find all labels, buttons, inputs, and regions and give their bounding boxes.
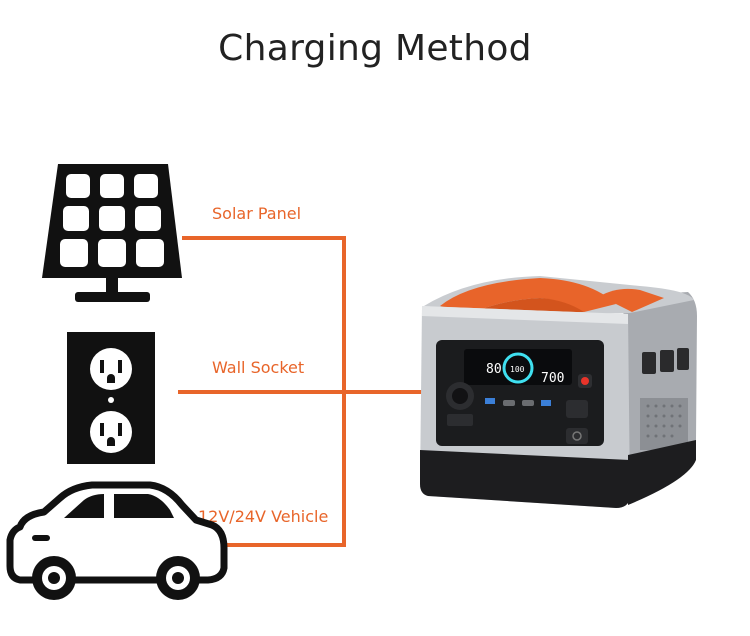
display-center-value: 100 xyxy=(510,365,525,374)
vehicle-label: 12V/24V Vehicle xyxy=(198,507,329,526)
display-left-value: 80 xyxy=(486,362,502,377)
vehicle-connector xyxy=(226,392,346,547)
solar-panel-icon xyxy=(42,164,182,302)
wall-socket-label: Wall Socket xyxy=(212,358,305,377)
wall-socket-icon xyxy=(67,332,155,464)
page-title: Charging Method xyxy=(218,28,532,69)
connector-lines xyxy=(178,236,422,547)
car-icon xyxy=(6,481,228,600)
solar-connector xyxy=(182,236,346,392)
power-station-icon: 80 100 700 xyxy=(420,276,697,508)
display-right-value: 700 xyxy=(541,371,564,386)
side-ac-outlets xyxy=(642,348,689,374)
solar-panel-label: Solar Panel xyxy=(212,204,302,223)
